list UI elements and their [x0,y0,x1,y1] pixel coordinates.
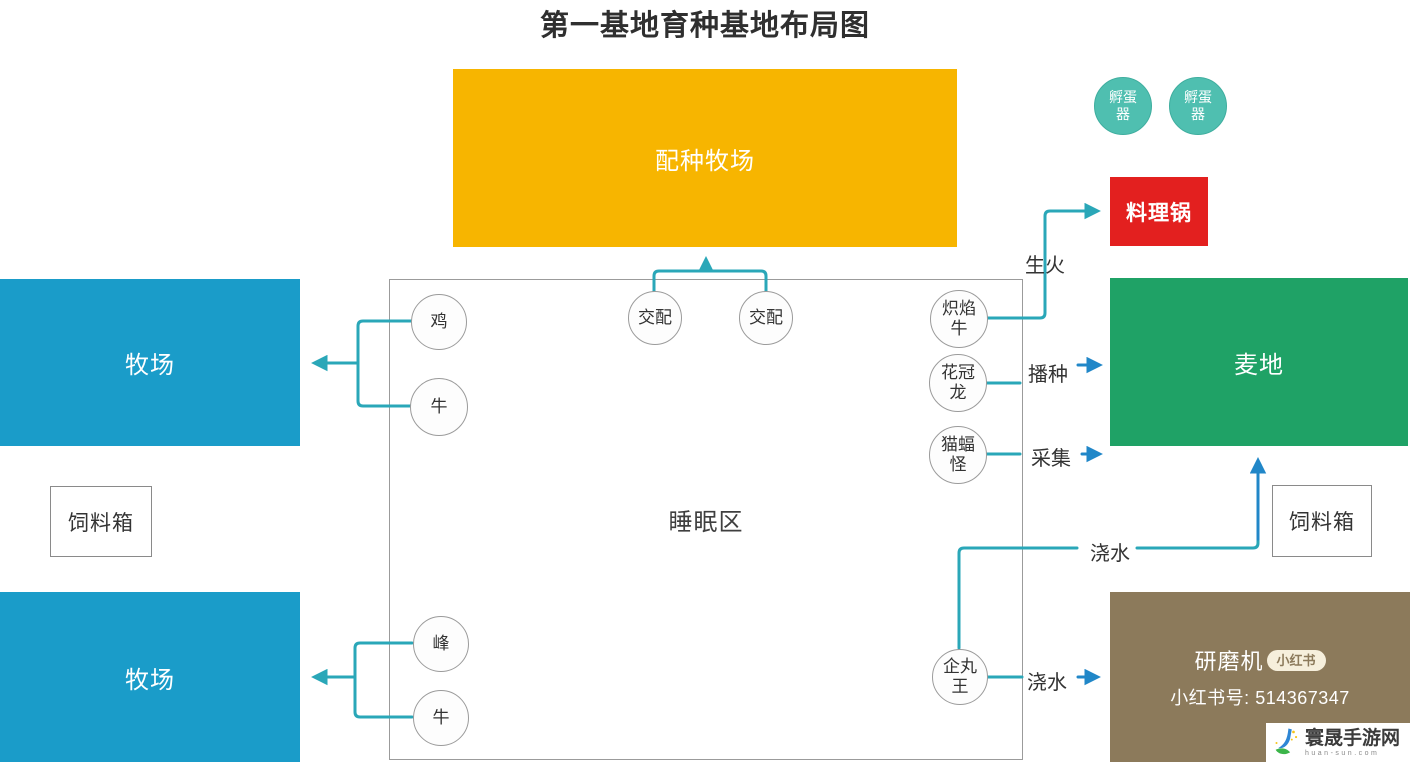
xiaohongshu-id-note: 小红书号: 514367347 [1170,688,1350,708]
pal-label: 猫蝠怪 [941,434,975,474]
feed-box-right: 饲料箱 [1272,485,1372,557]
edge-label-water-top: 浇水 [1090,543,1130,565]
pal-label: 交配 [638,307,672,327]
pal-label: 炽焰牛 [942,298,976,338]
pal-circle-flame-cow: 炽焰牛 [930,290,988,348]
pal-label: 峰 [432,633,450,653]
pal-label: 交配 [749,307,783,327]
site-watermark: 寰晟手游网 huan-sun.com [1266,723,1410,762]
pal-label: 牛 [432,707,450,727]
edge-label-fire: 生火 [1025,255,1065,277]
zone-label: 睡眠区 [668,509,744,536]
incubator-label: 孵蛋器 [1184,88,1212,123]
edge-label-water-bottom: 浇水 [1027,672,1067,694]
zone-breeding-pasture: 配种牧场 [453,69,957,247]
pal-label: 花冠龙 [941,362,975,402]
zone-label: 牧场 [125,666,175,694]
zone-label: 饲料箱 [68,511,134,535]
huansun-logo-icon [1275,728,1298,754]
watermark-text: 寰晟手游网 huan-sun.com [1305,729,1400,757]
zone-wheat-field: 麦地 [1110,278,1408,446]
zone-ranch-top: 牧场 [0,279,300,446]
feed-box-left: 饲料箱 [50,486,152,557]
watermark-url: huan-sun.com [1305,749,1380,757]
pal-circle-mating-left: 交配 [628,291,682,345]
pal-circle-cow-top: 牛 [410,378,468,436]
zone-grinder: 研磨机 小红书 小红书号: 514367347 [1110,592,1410,762]
incubator-1: 孵蛋器 [1094,77,1152,135]
watermark-site-name: 寰晟手游网 [1305,727,1401,749]
pal-circle-cow-bottom: 牛 [413,690,469,746]
edge-label-gather: 采集 [1031,448,1071,470]
incubator-2: 孵蛋器 [1169,77,1227,135]
grinder-content: 研磨机 小红书 小红书号: 514367347 [1110,644,1410,710]
pal-label: 鸡 [430,311,448,331]
pal-circle-bee: 峰 [413,616,469,672]
xiaohongshu-badge: 小红书 [1266,649,1326,671]
zone-ranch-bottom: 牧场 [0,592,300,762]
edge-label-sow: 播种 [1028,364,1068,386]
pal-label: 企丸王 [943,656,977,696]
pal-circle-chicken: 鸡 [411,294,467,350]
pal-label: 牛 [430,396,448,416]
pal-circle-mating-right: 交配 [739,291,793,345]
incubator-label: 孵蛋器 [1109,88,1137,123]
edge-water-top-right [1135,537,1260,550]
zone-label: 牧场 [125,352,175,379]
zone-cooking-pot: 料理锅 [1110,177,1208,246]
grinder-title-row: 研磨机 小红书 [1110,644,1410,676]
pal-circle-penguin-king: 企丸王 [932,649,988,705]
zone-label: 研磨机 [1194,649,1264,674]
pal-circle-cat-bat: 猫蝠怪 [929,426,987,484]
zone-sleep-area: 睡眠区 [389,279,1023,760]
page-title: 第一基地育种基地布局图 [539,10,870,42]
pal-circle-petallia: 花冠龙 [929,354,987,412]
zone-label: 配种牧场 [655,147,755,175]
zone-label: 料理锅 [1126,201,1192,225]
zone-label: 饲料箱 [1289,511,1355,534]
zone-label: 麦地 [1234,351,1284,379]
